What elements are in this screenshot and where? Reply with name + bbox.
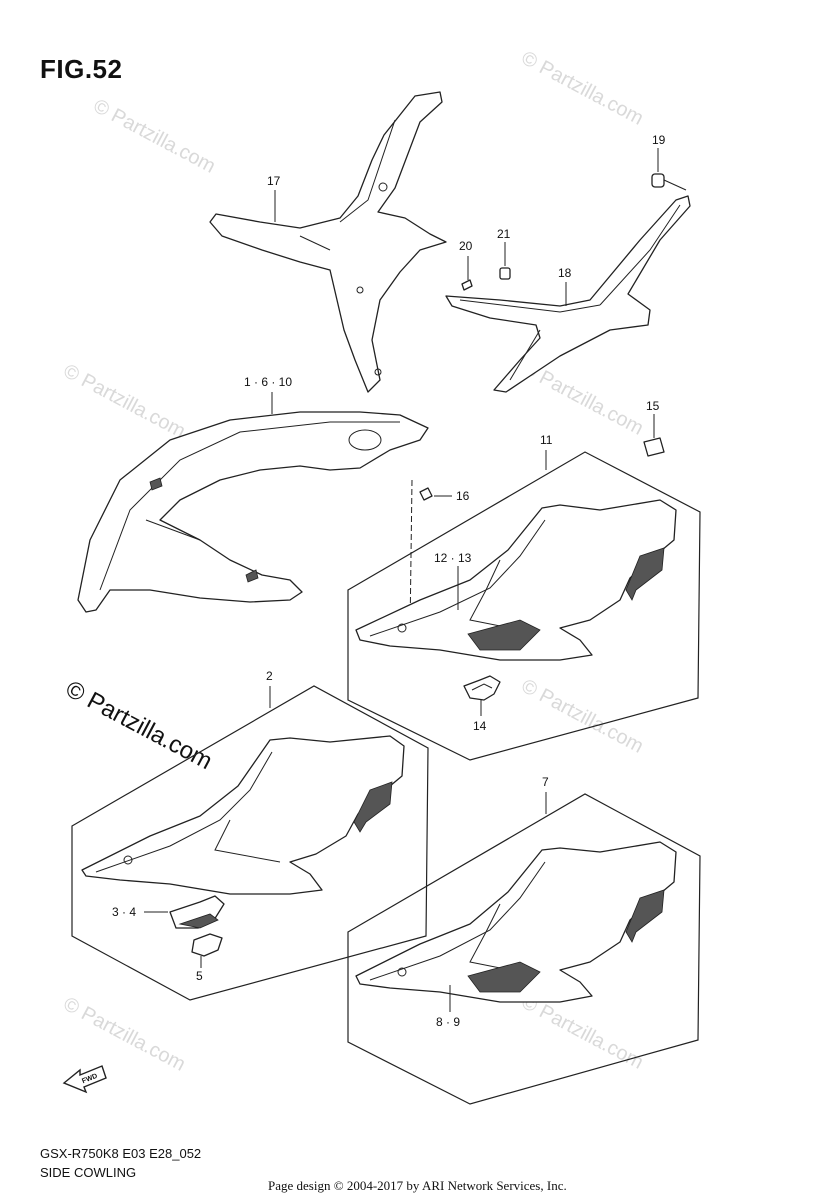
watermark: © Partzilla.com <box>518 47 647 130</box>
part-2-box <box>71 685 429 1001</box>
part-11-box <box>347 450 701 761</box>
part-20-screw <box>461 256 473 291</box>
callout-2: 2 <box>266 669 273 683</box>
watermark: © Partzilla.com <box>518 675 647 758</box>
part-1-6-10-upper-cowling <box>77 411 429 613</box>
callout-5: 5 <box>196 969 203 983</box>
part-7-side-cowling <box>355 841 677 1003</box>
part-15-cushion <box>643 414 665 457</box>
callout-11: 11 <box>540 433 553 447</box>
watermark: © Partzilla.com <box>60 993 189 1076</box>
part-19-grommet <box>651 148 687 191</box>
callout-20: 20 <box>459 239 473 253</box>
callout-12-13: 12 · 13 <box>434 551 472 565</box>
watermark: © Partzilla.com <box>60 360 189 443</box>
page-credit: Page design © 2004-2017 by ARI Network S… <box>268 1178 567 1193</box>
watermark-prominent: © Partzilla.com <box>61 675 216 775</box>
fwd-arrow-icon: FWD <box>62 1065 107 1094</box>
part-3-4-decal <box>144 895 225 929</box>
callout-15: 15 <box>646 399 660 413</box>
part-17-inner-cover <box>209 91 447 393</box>
figure-title: FIG.52 <box>40 54 123 84</box>
callout-18: 18 <box>558 266 572 280</box>
callout-16: 16 <box>456 489 470 503</box>
callout-7: 7 <box>542 775 549 789</box>
callout-3-4: 3 · 4 <box>112 905 136 919</box>
part-2-side-cowling <box>81 735 405 895</box>
callout-14: 14 <box>473 719 487 733</box>
callout-8-9: 8 · 9 <box>436 1015 460 1029</box>
part-7-box <box>347 792 701 1105</box>
callout-21: 21 <box>497 227 511 241</box>
part-5-decal <box>191 933 223 968</box>
section-name: SIDE COWLING <box>40 1165 137 1180</box>
part-11-side-cowling <box>355 499 677 661</box>
callout-1-6-10: 1 · 6 · 10 <box>244 375 292 389</box>
part-21-nut <box>499 242 511 280</box>
part-14-emblem <box>463 675 501 716</box>
model-code: GSX-R750K8 E03 E28_052 <box>40 1146 202 1161</box>
part-18-inner-bracket <box>445 195 691 393</box>
callout-17: 17 <box>267 174 281 188</box>
watermark: © Partzilla.com <box>518 991 647 1074</box>
callout-19: 19 <box>652 133 666 147</box>
watermark: © Partzilla.com <box>90 95 219 178</box>
